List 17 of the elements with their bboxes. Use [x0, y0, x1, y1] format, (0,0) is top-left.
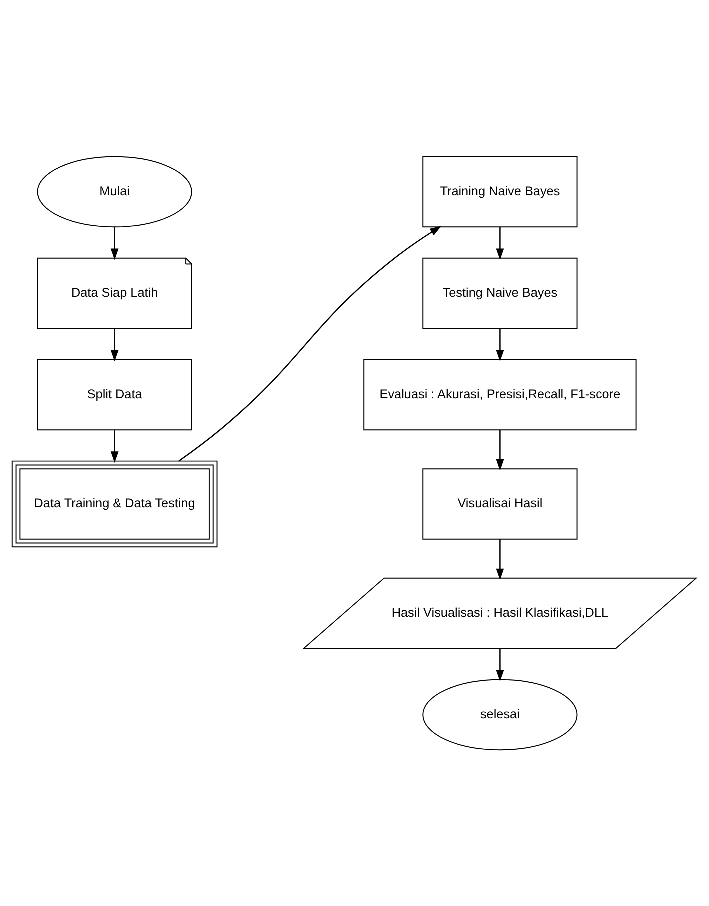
- node-box: Evaluasi : Akurasi, Presisi,Recall, F1-score: [364, 358, 637, 430]
- arrow: [110, 430, 119, 462]
- node-box: Data Training & Data Testing: [12, 460, 218, 548]
- node-ellipse: selesai: [422, 678, 578, 750]
- arrow: [110, 226, 119, 260]
- node-ellipse: Mulai: [37, 156, 192, 228]
- node-box: Visualisai Hasil: [422, 468, 578, 540]
- arrow: [496, 538, 504, 580]
- arrow: [496, 648, 504, 682]
- node-box: Split Data: [37, 358, 192, 430]
- arrow: [178, 226, 442, 462]
- node-box: Training Naive Bayes: [422, 156, 578, 228]
- arrow: [496, 328, 504, 362]
- arrow: [110, 328, 119, 362]
- arrow: [496, 430, 504, 470]
- arrow: [496, 226, 504, 260]
- node-box: Testing Naive Bayes: [422, 257, 578, 329]
